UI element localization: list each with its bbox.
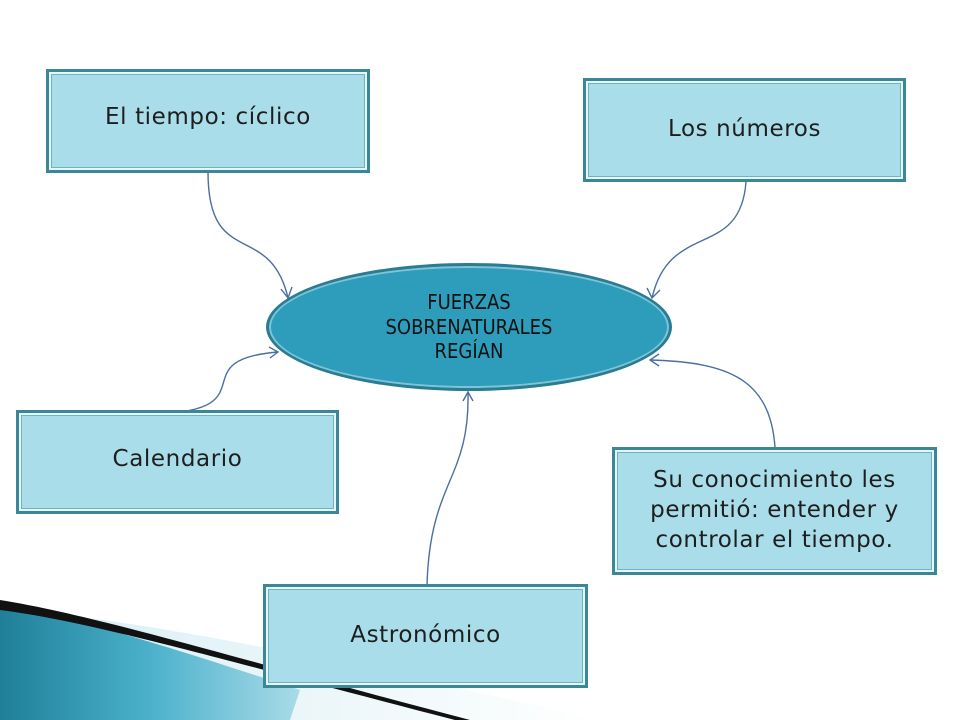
node-conocimiento-line: permitió: entender y	[650, 497, 899, 524]
node-tiempo: El tiempo: cíclico	[46, 69, 370, 173]
connector-tiempo	[207, 171, 289, 299]
node-astronomico-label: Astronómico	[350, 622, 501, 649]
node-conocimiento-line: Su conocimiento les	[653, 467, 896, 494]
connector-calendario	[154, 351, 279, 415]
node-calendario: Calendario	[16, 410, 339, 514]
center-node-line: SOBRENATURALES	[385, 314, 553, 339]
node-astronomico: Astronómico	[263, 584, 588, 688]
node-numeros: Los números	[583, 78, 906, 182]
connector-astronomico-arrow	[462, 390, 474, 402]
connector-conocimiento	[649, 359, 776, 448]
connector-conocimiento-arrow	[648, 353, 660, 367]
connector-numeros	[651, 181, 747, 299]
connector-numeros-arrow	[646, 287, 661, 300]
connector-calendario-arrow	[268, 346, 280, 359]
center-node: FUERZAS SOBRENATURALES REGÍAN	[266, 263, 672, 391]
node-numeros-label: Los números	[667, 116, 822, 143]
center-node-line: REGÍAN	[434, 339, 504, 364]
node-conocimiento: Su conocimiento les permitió: entender y…	[612, 447, 937, 575]
node-conocimiento-line: controlar el tiempo.	[655, 526, 894, 553]
node-calendario-label: Calendario	[112, 446, 243, 473]
connector-astronomico	[426, 391, 469, 586]
center-node-line: FUERZAS	[427, 290, 511, 315]
node-tiempo-label: El tiempo: cíclico	[105, 104, 311, 131]
